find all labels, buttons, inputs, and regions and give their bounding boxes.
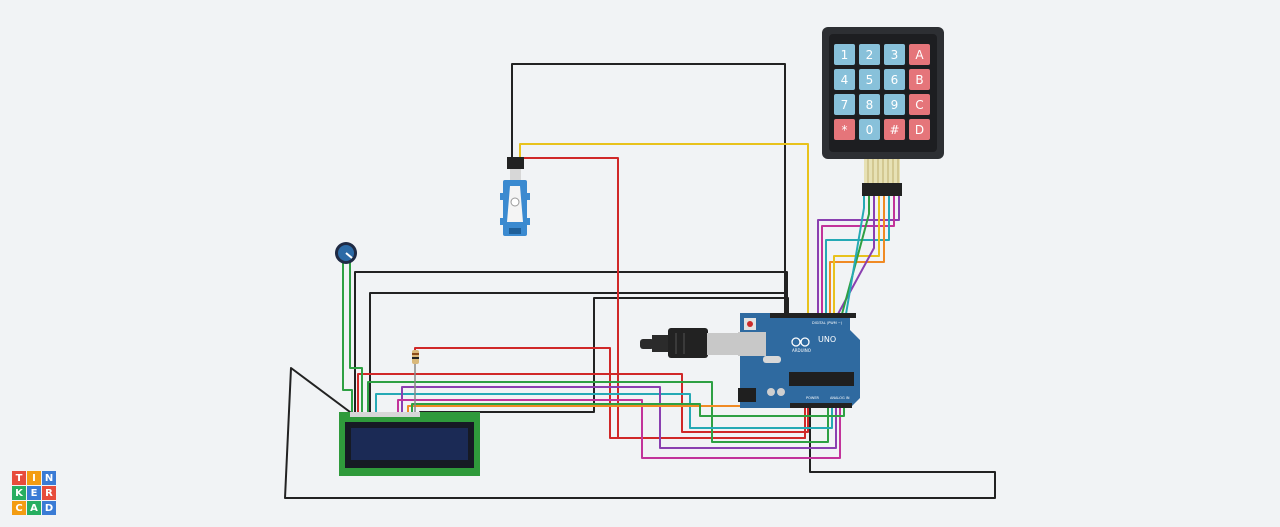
key-label: 9 <box>891 98 899 112</box>
key-C[interactable]: C <box>909 94 930 115</box>
key-A[interactable]: A <box>909 44 930 65</box>
wires <box>284 63 996 499</box>
key-label: 7 <box>841 98 849 112</box>
servo-motor[interactable] <box>500 157 530 236</box>
wire-keypad-teal2[interactable] <box>845 195 865 315</box>
key-7[interactable]: 7 <box>834 94 855 115</box>
potentiometer[interactable] <box>335 242 357 264</box>
logo-letter: K <box>15 488 24 499</box>
resistor[interactable] <box>412 350 419 412</box>
digital-header-label: DIGITAL (PWM ~) <box>812 321 843 325</box>
logo-tile <box>12 501 26 515</box>
key-label: C <box>915 98 923 112</box>
logo-tile <box>12 486 26 500</box>
power-label: POWER <box>806 396 820 400</box>
key-label: D <box>915 123 924 137</box>
key-label: # <box>889 123 899 137</box>
key-8[interactable]: 8 <box>859 94 880 115</box>
key-0[interactable]: 0 <box>859 119 880 140</box>
logo-tile <box>42 501 56 515</box>
key-label: 0 <box>866 123 874 137</box>
usb-cable[interactable] <box>640 328 739 358</box>
wire-keypad-purple[interactable] <box>817 195 900 315</box>
wire-black-outer[interactable] <box>284 367 996 499</box>
keypad-header <box>862 183 902 196</box>
key-label: 1 <box>841 48 849 62</box>
lcd-pins <box>350 412 420 417</box>
wire-green-pot-1[interactable] <box>342 261 353 413</box>
arduino-model: UNO <box>818 335 836 344</box>
atmega-chip <box>789 372 854 386</box>
logo-letter: I <box>32 473 36 484</box>
lcd-screen <box>351 428 468 460</box>
usb-port <box>738 332 766 356</box>
key-1[interactable]: 1 <box>834 44 855 65</box>
key-label: 2 <box>866 48 874 62</box>
power-header <box>790 403 852 408</box>
wire-green2-lcd[interactable] <box>411 401 845 417</box>
logo-tile <box>42 486 56 500</box>
keypad-ribbon <box>862 159 902 196</box>
key-2[interactable]: 2 <box>859 44 880 65</box>
arduino-board <box>740 313 860 408</box>
logo-letter: T <box>16 473 23 484</box>
key-5[interactable]: 5 <box>859 69 880 90</box>
wire-purple-lcd[interactable] <box>401 386 837 449</box>
logo-letter: N <box>45 473 53 484</box>
key-label: A <box>915 48 924 62</box>
servo-shaft <box>510 197 520 207</box>
power-jack <box>738 388 756 402</box>
wire-teal-lcd[interactable] <box>375 393 833 429</box>
wire-keypad-magenta[interactable] <box>821 195 895 315</box>
wire-black-4[interactable] <box>419 297 789 413</box>
key-B[interactable]: B <box>909 69 930 90</box>
arduino-logo-icon <box>791 337 801 347</box>
key-label: B <box>915 73 923 87</box>
key-3[interactable]: 3 <box>884 44 905 65</box>
wire-green-lcd[interactable] <box>367 381 829 443</box>
key-label: 6 <box>891 73 899 87</box>
key-hash[interactable]: # <box>884 119 905 140</box>
keypad[interactable]: 1 2 3 A 4 5 6 B 7 8 9 C * 0 # D <box>822 27 944 196</box>
analog-label: ANALOG IN <box>830 396 850 400</box>
key-label: 3 <box>891 48 899 62</box>
wire-keypad-teal[interactable] <box>825 195 890 315</box>
wire-magenta-lcd[interactable] <box>397 399 841 459</box>
crystal <box>763 356 781 363</box>
servo-connector <box>507 157 524 169</box>
logo-tile <box>12 471 26 485</box>
logo-tile <box>42 471 56 485</box>
logo-letter: E <box>31 488 38 499</box>
digital-header <box>770 313 856 318</box>
logo-letter: C <box>15 503 22 514</box>
logo-tile <box>27 486 41 500</box>
wire-black-2[interactable] <box>354 271 788 413</box>
logo-letter: R <box>45 488 53 499</box>
key-label: 4 <box>841 73 849 87</box>
logo-letter: A <box>30 503 38 514</box>
key-label: 8 <box>866 98 874 112</box>
key-star[interactable]: * <box>834 119 855 140</box>
logo-tile <box>27 471 41 485</box>
lcd-display[interactable] <box>339 412 480 476</box>
logo-tile <box>27 501 41 515</box>
wire-black-servo[interactable] <box>511 63 786 315</box>
key-label: 5 <box>866 73 874 87</box>
key-6[interactable]: 6 <box>884 69 905 90</box>
keypad-keys[interactable]: 1 2 3 A 4 5 6 B 7 8 9 C * 0 # D <box>834 44 930 140</box>
wire-green-pot-2[interactable] <box>349 261 363 413</box>
arduino-uno[interactable]: UNO ARDUINO DIGITAL (PWM ~) POWER ANALOG… <box>738 313 860 408</box>
wire-yellow-servo[interactable] <box>519 143 809 315</box>
key-D[interactable]: D <box>909 119 930 140</box>
arduino-brand: ARDUINO <box>792 348 811 353</box>
key-label: * <box>842 123 848 137</box>
key-4[interactable]: 4 <box>834 69 855 90</box>
wire-black-3[interactable] <box>369 292 786 413</box>
key-9[interactable]: 9 <box>884 94 905 115</box>
logo-letter: D <box>45 503 53 514</box>
